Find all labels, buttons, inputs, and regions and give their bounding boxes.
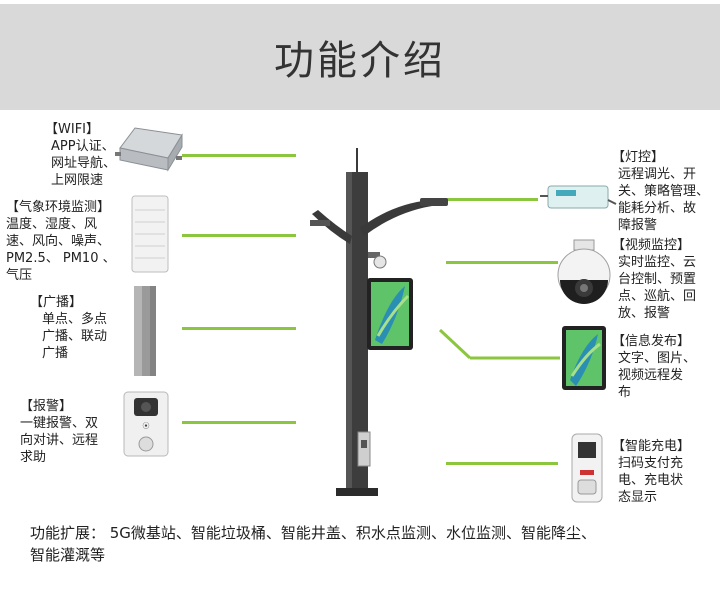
footer-extensions: 功能扩展： 5G微基站、智能垃圾桶、智能井盖、积水点监测、水位监测、智能降尘、 … (30, 522, 680, 566)
charging-pile-icon (571, 433, 603, 503)
label-line: 远程调光、开 (618, 167, 697, 182)
weather-sensor-icon (131, 195, 169, 273)
label-line: 广播、联动 (42, 329, 108, 344)
label-line: 一键报警、双 (20, 416, 99, 431)
page-title: 功能介绍 (274, 38, 446, 84)
label-charging: 【智能充电】 扫码支付充 电、充电状 态显示 (612, 438, 690, 506)
label-line: 向对讲、远程 (20, 433, 99, 448)
title-bar: 功能介绍 (0, 4, 720, 110)
connector-broadcast (182, 327, 296, 330)
label-line: 文字、图片、 (618, 351, 697, 366)
label-line: 实时监控、云 (618, 255, 697, 270)
light-controller-icon (540, 185, 617, 209)
label-title: 【气象环境监测】 (6, 200, 111, 215)
label-title: 【视频监控】 (612, 238, 691, 253)
label-line: 电、充电状 (618, 473, 684, 488)
connector-info (438, 328, 560, 360)
label-title: 【灯控】 (612, 150, 665, 165)
label-line: 网址导航、 (51, 156, 117, 171)
connector-alarm (182, 421, 296, 424)
label-line: PM2.5、 PM10 、 (6, 251, 116, 266)
dome-camera-icon (557, 239, 611, 304)
label-title: 【广播】 (30, 295, 83, 310)
footer-line: 智能灌溉等 (30, 546, 106, 564)
label-line: 台控制、预置 (618, 272, 697, 287)
label-line: 关、策略管理、 (618, 184, 710, 199)
label-video: 【视频监控】 实时监控、云 台控制、预置 点、巡航、回 放、报警 (612, 237, 696, 322)
street-pole (310, 148, 448, 496)
label-line: 障报警 (618, 218, 658, 233)
label-title: 【WIFI】 (45, 122, 99, 137)
label-info: 【信息发布】 文字、图片、 视频远程发 布 (612, 333, 696, 401)
label-wifi: 【WIFI】 APP认证、 网址导航、 上网限速 (45, 121, 116, 189)
svg-text:⦿: ⦿ (143, 422, 150, 430)
label-line: 广播 (42, 346, 69, 361)
label-line: 单点、多点 (42, 312, 108, 327)
label-line: 态显示 (618, 490, 658, 505)
info-screen-icon (562, 326, 606, 390)
label-line: APP认证、 (51, 139, 115, 154)
connector-charging (446, 462, 558, 465)
connector-weather (182, 234, 296, 237)
pole-screen-icon (367, 278, 413, 350)
label-title: 【信息发布】 (612, 334, 691, 349)
label-alarm: 【报警】 一键报警、双 向对讲、远程 求助 (20, 398, 98, 466)
connector-light-control (446, 198, 538, 201)
connector-video (446, 261, 558, 264)
label-light-control: 【灯控】 远程调光、开 关、策略管理、 能耗分析、故 障报警 (612, 149, 709, 234)
label-title: 【报警】 (20, 399, 73, 414)
label-title: 【智能充电】 (612, 439, 691, 454)
label-line: 气压 (6, 268, 33, 283)
wifi-device-icon (115, 127, 183, 172)
label-line: 放、报警 (618, 306, 671, 321)
label-line: 速、风向、噪声、 (6, 234, 111, 249)
label-broadcast: 【广播】 单点、多点 广播、联动 广播 (30, 294, 107, 362)
label-line: 扫码支付充 (618, 456, 684, 471)
label-line: 温度、湿度、风 (6, 217, 98, 232)
footer-line: 功能扩展： 5G微基站、智能垃圾桶、智能井盖、积水点监测、水位监测、智能降尘、 (30, 524, 596, 542)
label-line: 上网限速 (51, 173, 104, 188)
label-line: 能耗分析、故 (618, 201, 697, 216)
label-line: 点、巡航、回 (618, 289, 697, 304)
label-weather: 【气象环境监测】 温度、湿度、风 速、风向、噪声、 PM2.5、 PM10 、 … (6, 199, 116, 284)
alarm-panel-icon: ⦿ (123, 391, 169, 457)
label-line: 布 (618, 385, 632, 400)
connector-wifi (182, 154, 296, 157)
speaker-icon (134, 286, 156, 376)
label-line: 视频远程发 (618, 368, 684, 383)
label-line: 求助 (20, 450, 47, 465)
